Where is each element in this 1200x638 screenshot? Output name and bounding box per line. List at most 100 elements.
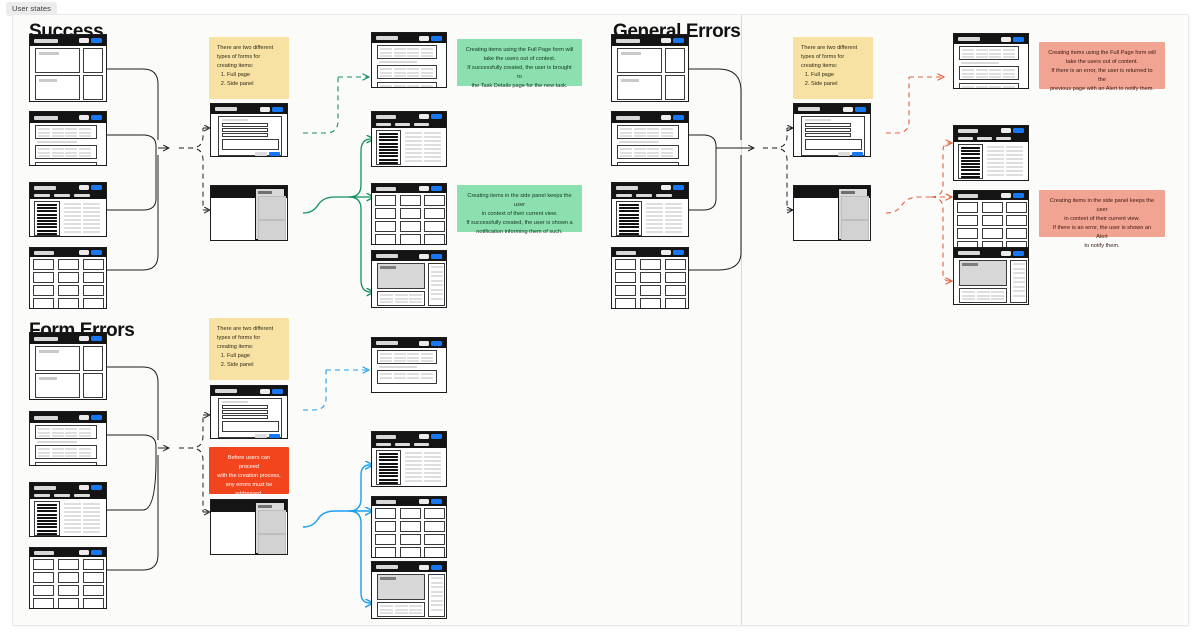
window-top-bar <box>372 112 446 121</box>
secondary-action-pill[interactable] <box>661 115 671 120</box>
primary-action-pill[interactable] <box>431 499 442 504</box>
primary-action-pill[interactable] <box>91 185 102 190</box>
secondary-action-pill[interactable] <box>419 499 429 504</box>
general-result-tile-grid[interactable] <box>953 190 1029 252</box>
frame-tab-label[interactable]: User states <box>6 2 58 16</box>
general-result-detail-with-rail[interactable] <box>953 247 1029 305</box>
secondary-action-pill[interactable] <box>79 336 89 341</box>
secondary-action-pill[interactable] <box>79 115 89 120</box>
secondary-action-pill[interactable] <box>79 485 89 490</box>
success-result-detail-with-rail[interactable] <box>371 250 447 308</box>
primary-action-pill[interactable] <box>1013 193 1024 198</box>
secondary-action-pill[interactable] <box>419 114 429 119</box>
secondary-action-pill[interactable] <box>419 35 429 41</box>
secondary-action-pill[interactable] <box>419 434 429 439</box>
secondary-action-pill[interactable] <box>260 106 270 112</box>
form-errors-source-cards-dashboard[interactable] <box>29 332 107 400</box>
primary-action-pill[interactable] <box>431 564 442 570</box>
window-top-bar <box>211 104 287 114</box>
primary-action-pill[interactable] <box>673 115 684 120</box>
success-side-panel-form[interactable] <box>210 185 288 241</box>
primary-action-pill[interactable] <box>91 38 102 43</box>
primary-action-pill[interactable] <box>855 106 866 112</box>
primary-action-pill[interactable] <box>272 388 283 394</box>
content-card <box>35 48 80 73</box>
primary-action-pill[interactable] <box>673 250 684 255</box>
form-errors-result-sidebar-list[interactable] <box>371 431 447 487</box>
primary-action-pill[interactable] <box>91 115 102 120</box>
general-result-sidebar-list[interactable] <box>953 125 1029 181</box>
table-group <box>35 145 97 159</box>
success-full-page-form[interactable] <box>210 103 288 157</box>
primary-action-pill[interactable] <box>673 38 684 43</box>
secondary-action-pill[interactable] <box>419 564 429 570</box>
secondary-action-pill[interactable] <box>661 38 671 43</box>
general-source-sidebar-list[interactable] <box>611 182 689 237</box>
success-result-stacked-table[interactable] <box>371 32 447 88</box>
primary-action-pill[interactable] <box>431 340 442 346</box>
primary-action-pill[interactable] <box>91 415 102 420</box>
section-divider <box>741 15 742 625</box>
sidebar-panel <box>34 201 60 236</box>
primary-action-pill[interactable] <box>673 185 684 190</box>
side-panel-drawer <box>838 188 869 240</box>
primary-action-pill[interactable] <box>431 253 442 259</box>
secondary-action-pill[interactable] <box>79 38 89 43</box>
success-source-cards-dashboard[interactable] <box>29 34 107 102</box>
general-full-page-form[interactable] <box>793 103 871 157</box>
form-errors-result-tile-grid[interactable] <box>371 496 447 558</box>
secondary-action-pill[interactable] <box>1001 193 1011 198</box>
success-result-tile-grid[interactable] <box>371 183 447 245</box>
secondary-action-pill[interactable] <box>79 415 89 420</box>
primary-action-pill[interactable] <box>431 114 442 119</box>
form-submit-button[interactable] <box>269 434 280 438</box>
success-source-stacked-table[interactable] <box>29 111 107 166</box>
secondary-action-pill[interactable] <box>419 340 429 346</box>
form-submit-button[interactable] <box>269 152 280 156</box>
primary-action-pill[interactable] <box>1013 36 1024 42</box>
general-source-stacked-table[interactable] <box>611 111 689 166</box>
primary-action-pill[interactable] <box>91 336 102 341</box>
secondary-action-pill[interactable] <box>419 253 429 259</box>
success-result-sidebar-list[interactable] <box>371 111 447 167</box>
secondary-action-pill[interactable] <box>1001 250 1011 256</box>
note-list-item: Full page <box>811 71 865 80</box>
secondary-action-pill[interactable] <box>661 185 671 190</box>
form-errors-result-detail-with-rail[interactable] <box>371 561 447 619</box>
primary-action-pill[interactable] <box>91 550 102 555</box>
secondary-action-pill[interactable] <box>1001 128 1011 133</box>
general-source-cards-dashboard[interactable] <box>611 34 689 102</box>
primary-action-pill[interactable] <box>272 106 283 112</box>
secondary-action-pill[interactable] <box>260 388 270 394</box>
primary-action-pill[interactable] <box>431 35 442 41</box>
secondary-action-pill[interactable] <box>419 186 429 191</box>
form-submit-button[interactable] <box>852 152 863 156</box>
primary-action-pill[interactable] <box>91 250 102 255</box>
table-group <box>35 125 97 139</box>
secondary-action-pill[interactable] <box>79 550 89 555</box>
logo-placeholder <box>34 38 58 43</box>
form-errors-result-stacked-table[interactable] <box>371 337 447 393</box>
form-errors-side-panel-form[interactable] <box>210 499 288 555</box>
primary-action-pill[interactable] <box>431 434 442 439</box>
secondary-action-pill[interactable] <box>1001 36 1011 42</box>
general-side-panel-form[interactable] <box>793 185 871 241</box>
form-errors-full-page-form[interactable] <box>210 385 288 439</box>
general-result-stacked-table[interactable] <box>953 33 1029 89</box>
general-source-tile-grid[interactable] <box>611 247 689 309</box>
form-errors-source-sidebar-list[interactable] <box>29 482 107 537</box>
primary-action-pill[interactable] <box>1013 250 1024 256</box>
success-source-tile-grid[interactable] <box>29 247 107 309</box>
secondary-action-pill[interactable] <box>79 185 89 190</box>
primary-action-pill[interactable] <box>1013 128 1024 133</box>
form-errors-source-tile-grid[interactable] <box>29 547 107 609</box>
form-errors-source-stacked-table[interactable] <box>29 411 107 466</box>
success-source-sidebar-list[interactable] <box>29 182 107 237</box>
secondary-action-pill[interactable] <box>661 250 671 255</box>
secondary-action-pill[interactable] <box>79 250 89 255</box>
primary-action-pill[interactable] <box>91 485 102 490</box>
primary-action-pill[interactable] <box>431 186 442 191</box>
note-general-side-panel: Creating items in the side panel keeps t… <box>1039 190 1165 249</box>
secondary-action-pill[interactable] <box>843 106 853 112</box>
